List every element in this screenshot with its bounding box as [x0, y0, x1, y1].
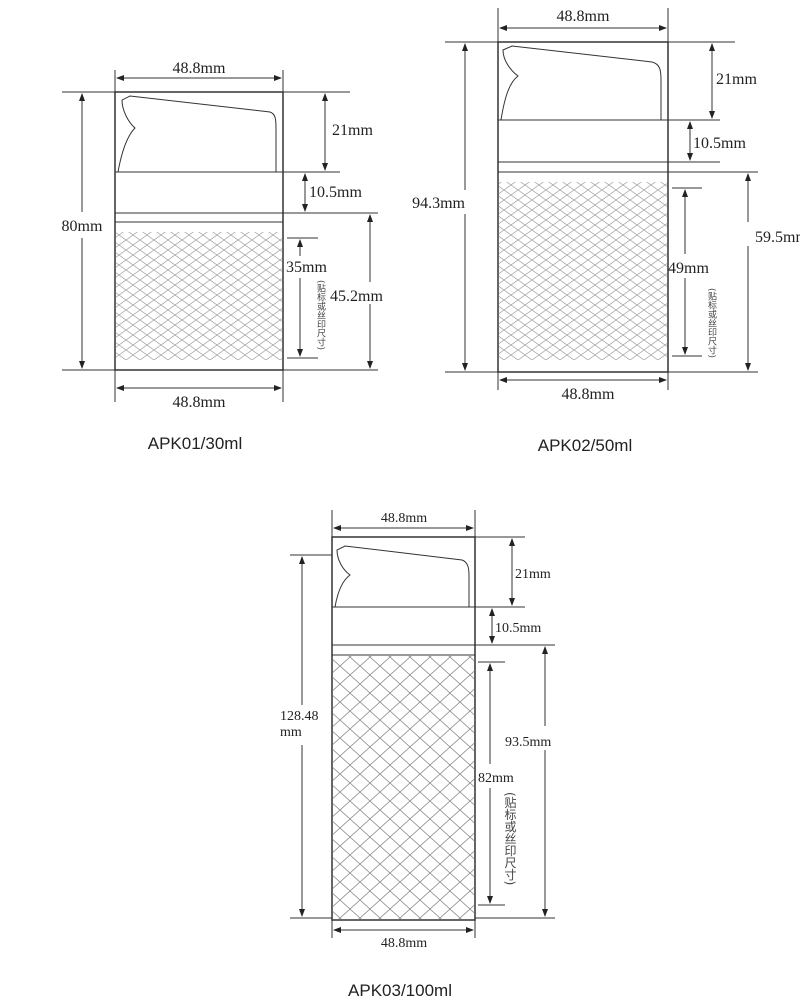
label-area-label: 35mm — [286, 259, 327, 276]
label-note: (贴标或丝印尺寸) — [706, 288, 717, 358]
bottle-apk01: 48.8mm 80mm 21mm 10.5mm 45.2mm 35mm (贴标或… — [62, 60, 384, 453]
cap-height-label: 21mm — [515, 567, 551, 582]
top-width-label: 48.8mm — [381, 511, 427, 526]
label-area-hatch — [116, 232, 282, 360]
pump-head — [117, 95, 277, 173]
bottom-width-label: 48.8mm — [381, 936, 427, 951]
height-label-line2: mm — [280, 725, 302, 740]
label-area-hatch — [499, 182, 667, 360]
body-height-label: 93.5mm — [505, 735, 551, 750]
cap-height-label: 21mm — [716, 71, 757, 88]
bottom-width-label: 48.8mm — [173, 394, 226, 411]
model-caption: APK03/100ml — [348, 981, 452, 1000]
model-caption: APK01/30ml — [148, 434, 243, 453]
label-area-label: 82mm — [478, 771, 514, 786]
bottle-apk02: 48.8mm 94.3mm 21mm 10.5mm 59.5mm 49mm (贴… — [412, 8, 800, 455]
height-label: 94.3mm — [412, 195, 465, 212]
pump-head — [334, 545, 470, 608]
pump-head — [500, 45, 662, 121]
label-note: (贴标或丝印尺寸) — [315, 280, 326, 350]
bottom-width-label: 48.8mm — [562, 386, 615, 403]
body-height-label: 45.2mm — [330, 288, 383, 305]
height-label: 80mm — [62, 218, 103, 235]
bottle-apk03: 48.8mm 128.48 mm 21mm 10.5mm 93.5mm 82mm… — [280, 510, 555, 1000]
top-width-label: 48.8mm — [557, 8, 610, 25]
label-note: (贴标或丝印尺寸) — [503, 792, 517, 885]
collar-height-label: 10.5mm — [309, 184, 362, 201]
model-caption: APK02/50ml — [538, 436, 633, 455]
top-width-label: 48.8mm — [173, 60, 226, 77]
label-area-hatch — [333, 656, 474, 919]
body-height-label: 59.5mm — [755, 229, 800, 246]
cap-height-label: 21mm — [332, 122, 373, 139]
height-label-line1: 128.48 — [280, 709, 319, 724]
collar-height-label: 10.5mm — [495, 621, 541, 636]
label-area-label: 49mm — [668, 260, 709, 277]
collar-height-label: 10.5mm — [693, 135, 746, 152]
